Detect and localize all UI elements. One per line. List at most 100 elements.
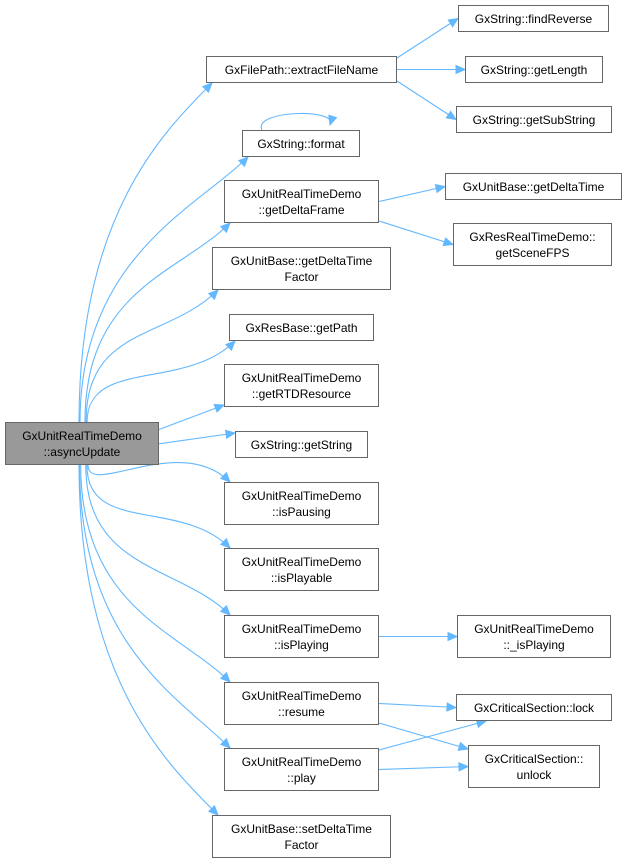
node-_isPlaying[interactable]: GxUnitRealTimeDemo::_isPlaying [457,615,611,658]
arrowhead [455,64,467,75]
node-getDeltaTime[interactable]: GxUnitBase::getDeltaTime [445,173,622,200]
node-label-line: GxFilePath::extractFileName [224,62,379,77]
node-label-line: GxString::findReverse [474,11,593,26]
node-label-line: ::_isPlaying [503,637,565,652]
node-label-line: unlock [516,767,552,782]
node-label-line: GxUnitBase::getDeltaTime [462,179,605,194]
node-getRTDResource[interactable]: GxUnitRealTimeDemo::getRTDResource [224,364,379,407]
arrowhead [201,82,213,94]
node-format[interactable]: GxString::format [242,130,360,157]
edge-resume-to-unlock [378,722,469,750]
node-label-line: GxUnitRealTimeDemo [241,621,362,636]
edge-asyncUpdate-to-getPath [86,340,236,423]
node-label-line: GxUnitRealTimeDemo [22,428,142,443]
node-unlock[interactable]: GxCriticalSection::unlock [468,745,600,788]
node-label-line: ::resume [278,704,325,719]
node-isPausing[interactable]: GxUnitRealTimeDemo::isPausing [224,482,379,525]
arrowhead [207,804,219,816]
node-play[interactable]: GxUnitRealTimeDemo::play [224,748,379,791]
node-getLength[interactable]: GxString::getLength [465,56,603,83]
node-label-line: GxUnitRealTimeDemo [241,370,362,385]
edge-asyncUpdate-to-format [79,156,249,423]
node-getSubString[interactable]: GxString::getSubString [456,106,612,133]
node-extractFileName[interactable]: GxFilePath::extractFileName [206,56,397,83]
node-isPlayable[interactable]: GxUnitRealTimeDemo::isPlayable [224,548,379,591]
edge-play-to-unlock [378,765,469,771]
arrowhead [447,17,460,28]
arrowhead [442,237,455,247]
edge-asyncUpdate-to-getRTDResource [158,404,225,431]
arrowhead [219,604,231,616]
node-label-line: GxUnitRealTimeDemo [241,754,362,769]
edge-asyncUpdate-to-getDeltaFrame [84,222,231,423]
node-label-line: ::play [287,770,316,785]
edge-asyncUpdate-to-extractFileName [78,82,213,423]
node-findReverse[interactable]: GxString::findReverse [458,5,609,32]
edge-format-to-format [260,113,332,131]
edge-resume-to-lock [378,702,457,709]
node-label-line: GxString::format [257,136,345,151]
arrowhead [458,762,470,772]
edge-play-to-lock [378,720,487,751]
node-label-line: ::isPlayable [270,570,333,585]
node-label-line: Factor [284,269,319,284]
edge-asyncUpdate-to-isPlaying [85,464,231,616]
arrowhead [219,537,231,549]
node-label-line: ::asyncUpdate [43,444,121,459]
edge-asyncUpdate-to-resume [80,464,231,683]
edge-asyncUpdate-to-isPausing [87,462,231,483]
node-label-line: ::isPausing [272,504,331,519]
node-resume[interactable]: GxUnitRealTimeDemo::resume [224,682,379,725]
arrowhead [457,741,470,751]
node-label-line: GxString::getLength [480,62,588,77]
arrowhead [213,403,226,413]
node-label-line: ::isPlaying [274,637,329,652]
edge-asyncUpdate-to-play [79,464,231,749]
edge-asyncUpdate-to-getString [158,432,236,445]
node-label-line: GxUnitRealTimeDemo [241,688,362,703]
node-getSceneFPS[interactable]: GxResRealTimeDemo::getSceneFPS [453,223,612,266]
arrowhead [434,183,447,194]
node-label-line: GxUnitRealTimeDemo [474,621,594,636]
edge-asyncUpdate-to-getDeltaTimeFactor [85,289,219,423]
edge-getDeltaFrame-to-getSceneFPS [378,220,454,246]
edge-getDeltaFrame-to-getDeltaTime [378,185,446,203]
arrowhead [219,222,231,234]
node-label-line: getSceneFPS [495,245,570,260]
node-label-line: GxUnitBase::getDeltaTime [230,253,373,268]
arrowhead [224,429,237,440]
node-label-line: GxResRealTimeDemo:: [469,229,596,244]
node-label-line: GxCriticalSection:: [484,751,584,766]
node-label-line: GxUnitBase::setDeltaTime [231,821,372,836]
node-label-line: GxUnitRealTimeDemo [241,488,362,503]
node-label-line: GxResBase::getPath [245,320,358,335]
node-getPath[interactable]: GxResBase::getPath [229,314,374,341]
node-label-line: ::getRTDResource [251,386,352,401]
arrowhead [207,289,219,301]
edge-asyncUpdate-to-isPlayable [86,464,231,549]
arrowhead [219,471,231,483]
arrowhead [445,110,458,121]
node-label-line: GxString::getSubString [472,112,596,127]
arrowhead [237,156,249,168]
arrowhead [446,702,458,712]
node-label-line: Factor [284,837,319,852]
node-isPlaying[interactable]: GxUnitRealTimeDemo::isPlaying [224,615,379,658]
arrowhead [224,340,236,352]
node-label-line: GxUnitRealTimeDemo [241,554,362,569]
arrowhead [219,737,231,749]
root-node-asyncUpdate: GxUnitRealTimeDemo::asyncUpdate [5,422,159,465]
edge-extractFileName-to-getSubString [396,80,457,120]
edge-asyncUpdate-to-setDeltaTimeFactor [78,464,219,816]
edge-extractFileName-to-findReverse [396,18,459,59]
arrowhead [447,631,459,642]
node-label-line: GxUnitRealTimeDemo [241,186,362,201]
node-getDeltaFrame[interactable]: GxUnitRealTimeDemo::getDeltaFrame [224,180,379,223]
arrowhead [219,671,231,683]
node-getString[interactable]: GxString::getString [235,431,368,458]
node-label-line: GxCriticalSection::lock [473,700,595,715]
node-lock[interactable]: GxCriticalSection::lock [456,694,612,721]
